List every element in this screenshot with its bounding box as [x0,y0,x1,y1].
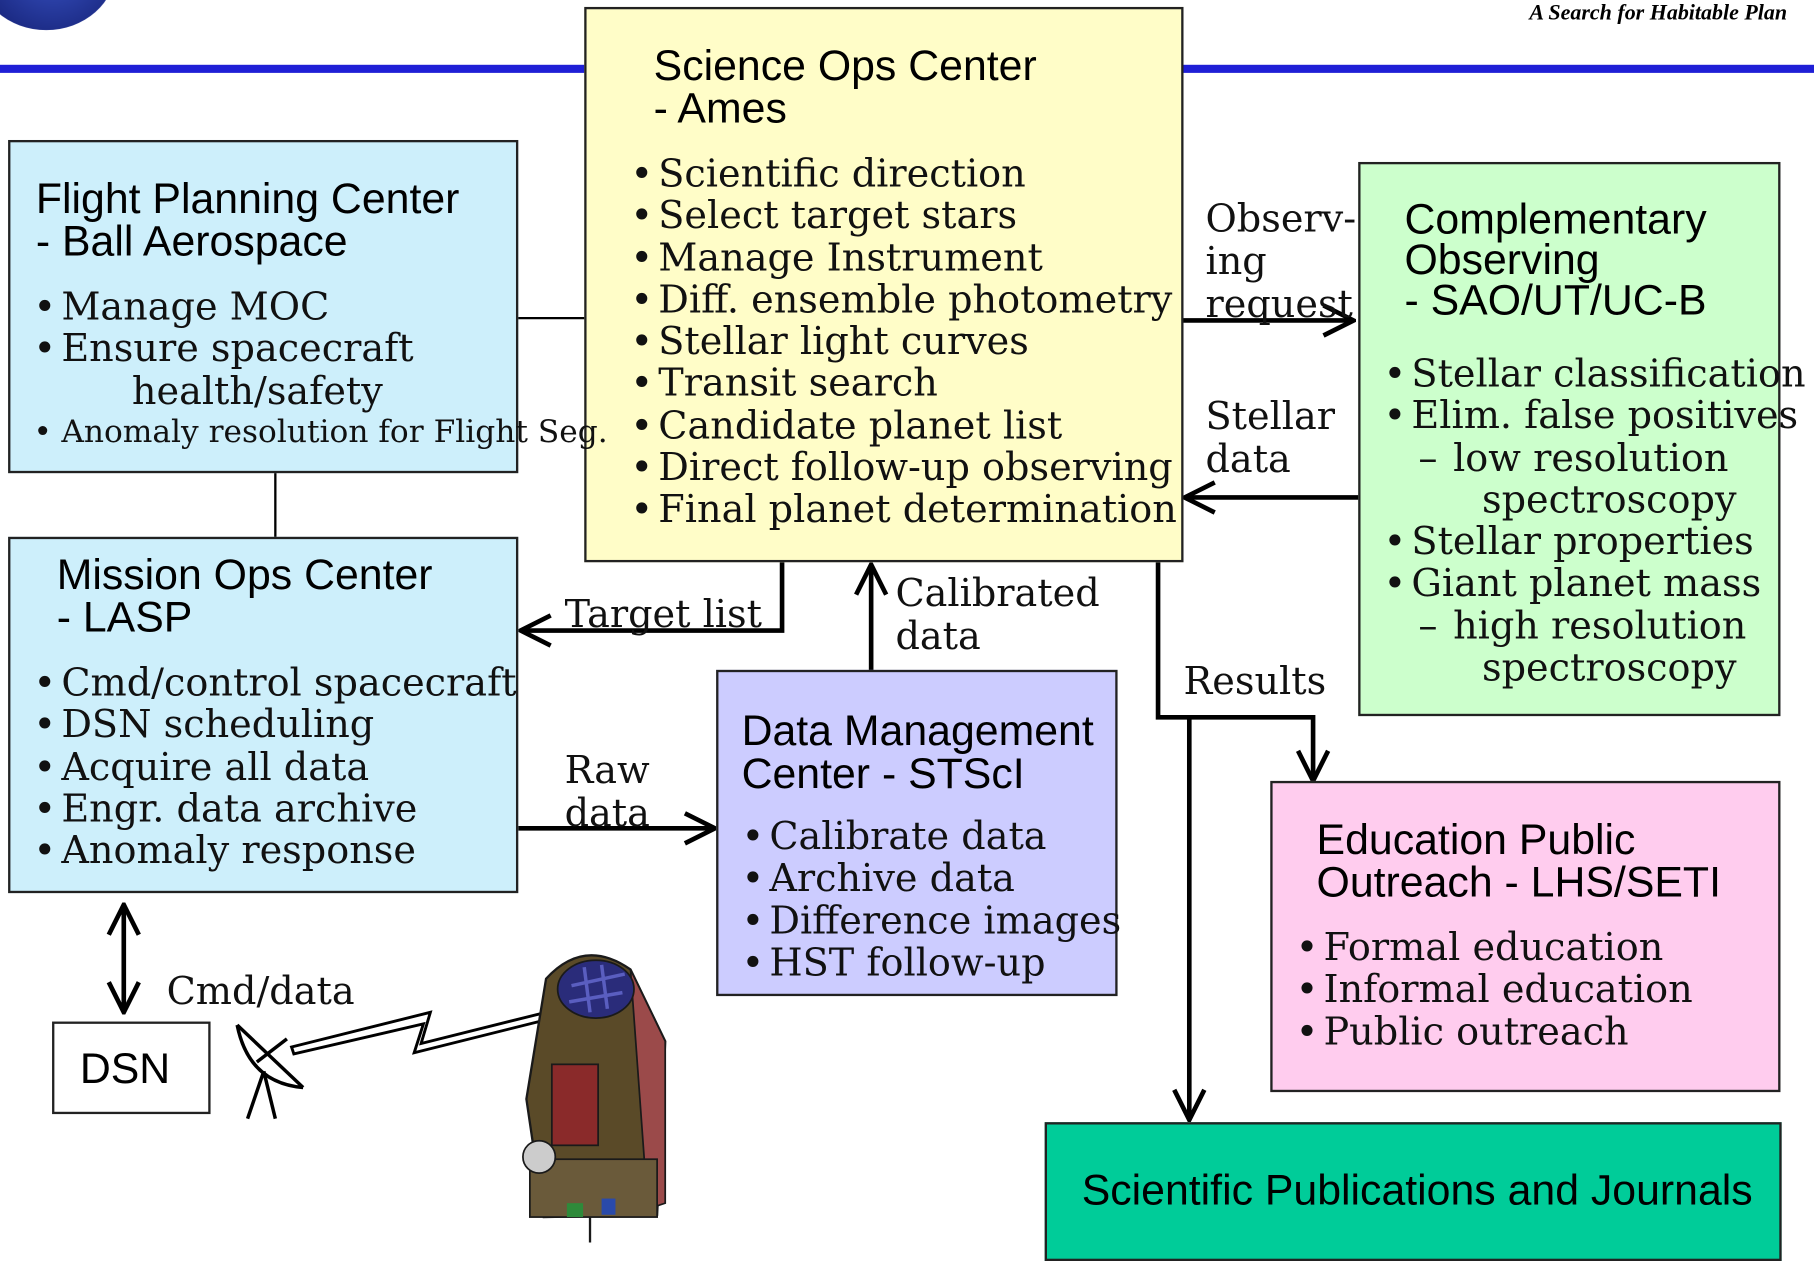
cmd-data-label: Cmd/data [166,968,355,1014]
list-item: Acquire all data [34,745,517,788]
scientific-publications-box: Scientific Publications and Journals [1044,1122,1782,1261]
list-item: Giant planet mass [1384,562,1806,605]
observing-request-label: Observ- ing request [1205,195,1357,327]
mission-ops-center-list: Cmd/control spacecraft DSN scheduling Ac… [34,661,517,872]
raw-data-label: Raw data [564,747,650,836]
list-item: Transit search [631,362,1177,405]
dish-antenna-icon [235,1023,305,1120]
list-item: Archive data [742,857,1122,900]
list-item: Anomaly resolution for Flight Seg. [34,412,608,454]
list-item: Manage Instrument [631,236,1177,279]
list-item: low resolution [1384,436,1806,479]
list-item: Formal education [1296,926,1693,969]
results-to-epo-arrow [1155,562,1313,781]
list-item: Informal education [1296,968,1693,1011]
list-item: Ensure spacecraft [34,327,608,370]
list-item: high resolution [1384,604,1806,647]
list-item: HST follow-up [742,941,1122,984]
complementary-observing-title: Complementary Observing - SAO/UT/UC-B [1404,195,1707,324]
flight-planning-center-list: Manage MOC Ensure spacecraft health/safe… [34,285,608,454]
education-public-outreach-box: Education Public Outreach - LHS/SETI For… [1270,780,1781,1093]
science-ops-center-title: Science Ops Center - Ames [653,41,1037,132]
list-item: Final planet determination [631,488,1177,531]
data-management-center-title: Data Management Center - STScI [741,706,1094,798]
list-item: Calibrate data [742,815,1122,858]
target-list-label: Target list [564,591,762,637]
complementary-observing-list: Stellar classification Elim. false posit… [1384,352,1806,690]
data-management-center-list: Calibrate data Archive data Difference i… [742,815,1122,984]
list-item: Public outreach [1296,1010,1693,1053]
list-item: Engr. data archive [34,787,517,830]
education-public-outreach-list: Formal education Informal education Publ… [1296,926,1693,1053]
flight-planning-center-box: Flight Planning Center - Ball Aerospace … [8,139,608,474]
list-item: Elim. false positives [1384,394,1806,437]
list-item: Difference images [742,899,1122,942]
header-tagline: A Search for Habitable Plan [1529,1,1788,26]
list-item: Anomaly response [34,829,517,872]
list-item: Candidate planet list [631,404,1177,447]
flight-planning-center-title: Flight Planning Center - Ball Aerospace [35,174,460,265]
list-item: Stellar light curves [631,320,1177,363]
dsn-label: DSN [79,1044,171,1093]
results-label: Results [1183,658,1327,704]
list-item: spectroscopy [1481,644,1737,690]
data-management-center-box: Data Management Center - STScI Calibrate… [716,669,1121,997]
radio-link-icon [289,1010,546,1056]
scientific-publications-title: Scientific Publications and Journals [1081,1166,1753,1214]
list-item: Diff. ensemble photometry [631,278,1177,321]
target-list-arrow [521,562,785,630]
list-item: Select target stars [631,194,1177,237]
mission-ops-center-box: Mission Ops Center - LASP Cmd/control sp… [8,536,519,894]
education-public-outreach-title: Education Public Outreach - LHS/SETI [1316,815,1721,906]
list-item: Stellar properties [1384,520,1806,563]
list-item: health/safety [131,367,383,413]
science-ops-center-list: Scientific direction Select target stars… [631,152,1177,531]
list-item: DSN scheduling [34,703,517,746]
kepler-spacecraft-icon [522,954,667,1243]
dsn-box: DSN [52,1021,211,1115]
stellar-data-label: Stellar data [1205,393,1336,482]
calibrated-data-label: Calibrated data [895,570,1100,659]
complementary-observing-box: Complementary Observing - SAO/UT/UC-B St… [1358,161,1806,717]
mission-ops-center-title: Mission Ops Center - LASP [56,550,433,641]
list-item: Manage MOC [34,285,608,328]
list-item: Stellar classification [1384,352,1806,395]
list-item: Scientific direction [631,152,1177,195]
list-item: Cmd/control spacecraft [34,661,517,704]
list-item: spectroscopy [1481,476,1737,522]
list-item: Direct follow-up observing [631,446,1177,489]
science-ops-center-box: Science Ops Center - Ames Scientific dir… [584,6,1184,563]
